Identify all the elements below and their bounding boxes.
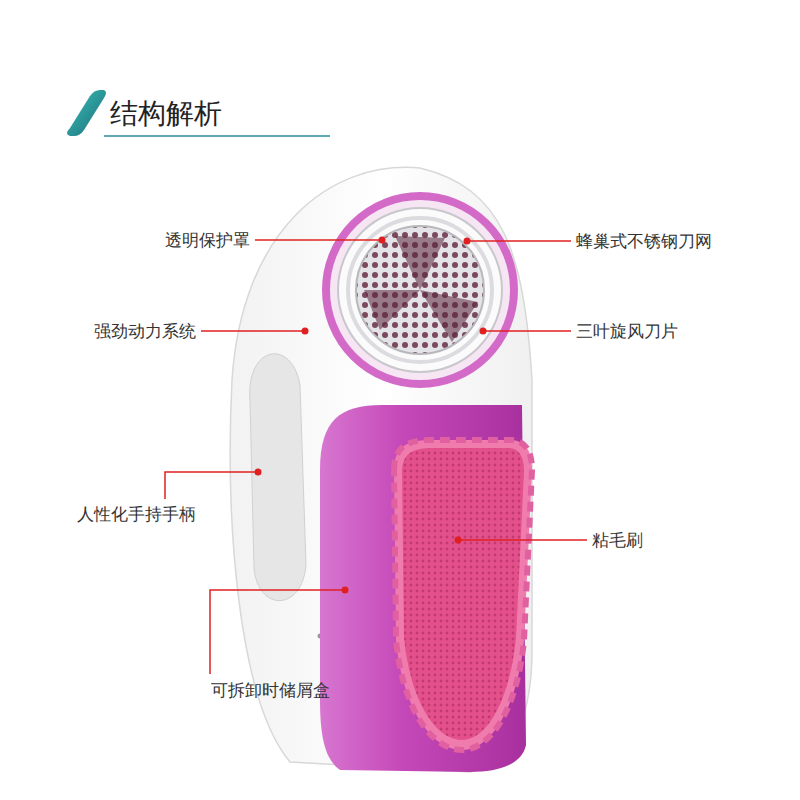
handle-opening	[250, 354, 306, 601]
leader-line	[458, 539, 587, 541]
part-label: 透明保护罩	[165, 230, 250, 250]
title-icon	[67, 90, 106, 136]
leader-dot	[480, 328, 487, 335]
leader-line	[483, 330, 571, 332]
brush-frame	[394, 440, 532, 750]
part-label: 可拆卸时储屑盒	[211, 680, 330, 700]
leader-dot	[464, 238, 471, 245]
leader-dot	[255, 469, 262, 476]
title-underline	[104, 135, 330, 137]
transparent-cover	[338, 208, 502, 372]
part-label: 粘毛刷	[592, 530, 643, 550]
lint-brush	[402, 448, 524, 740]
part-label: 蜂巢式不锈钢刀网	[576, 231, 712, 251]
leader-dot	[302, 328, 309, 335]
title: 结构解析	[110, 97, 222, 131]
guard-ring	[326, 196, 514, 384]
blade	[364, 236, 478, 342]
part-label: 三叶旋风刀片	[576, 321, 678, 341]
leader-line	[165, 472, 258, 499]
part-label: 人性化手持手柄	[77, 504, 196, 524]
part-label: 强劲动力系统	[94, 321, 196, 341]
leader-line	[210, 590, 345, 674]
mesh-edge	[356, 226, 484, 354]
leader-line	[467, 240, 571, 242]
leader-dot	[342, 587, 349, 594]
leader-line	[255, 239, 382, 241]
leader-dot	[455, 537, 462, 544]
leader-line	[201, 330, 305, 332]
steel-mesh	[350, 220, 490, 360]
leader-dot	[379, 237, 386, 244]
